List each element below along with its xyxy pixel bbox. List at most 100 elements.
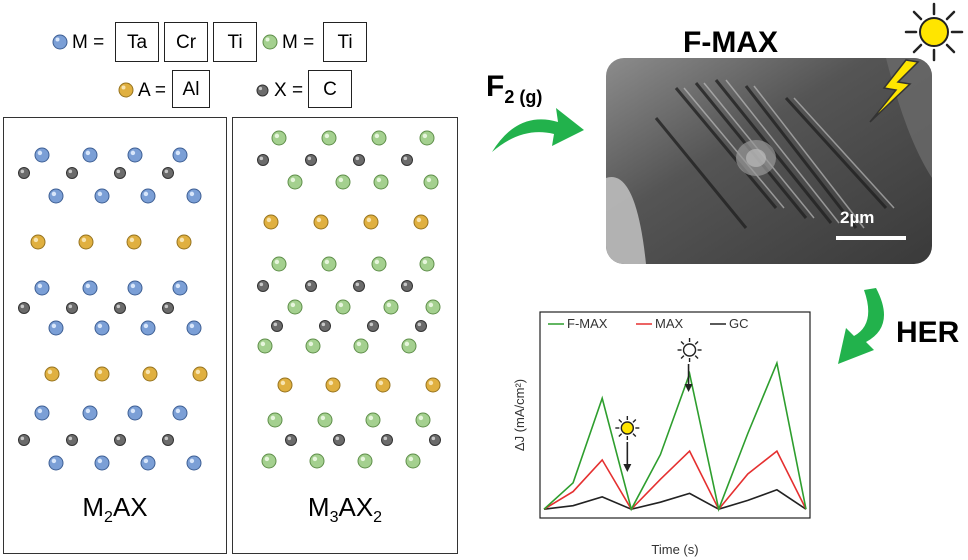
light-on-sun-icon — [677, 338, 702, 362]
a-atom — [413, 214, 429, 230]
a-atom — [313, 214, 329, 230]
m-atom — [309, 453, 325, 469]
legend-x-eq: X = — [274, 80, 304, 101]
m-atom — [34, 280, 50, 296]
legend-a-eq: A = — [138, 80, 166, 101]
m-atom — [257, 338, 273, 354]
x-atom — [66, 434, 78, 446]
a-atom — [425, 377, 441, 393]
x-atom — [114, 167, 126, 179]
element-box-al: Al — [172, 70, 210, 108]
x-axis-label: Time (s) — [651, 542, 698, 557]
m-atom — [34, 405, 50, 421]
x-atom — [257, 154, 269, 166]
x-atom — [429, 434, 441, 446]
x-atom — [114, 302, 126, 314]
m-atom — [94, 320, 110, 336]
x-atom — [162, 167, 174, 179]
m3ax2-label: M3AX2 — [307, 492, 383, 527]
a-atom — [126, 234, 142, 250]
m-atom — [261, 453, 277, 469]
m2ax-structure-panel: M2AX — [3, 117, 227, 554]
her-label: HER — [896, 316, 960, 349]
m-atom — [127, 280, 143, 296]
sem-micrograph — [606, 58, 932, 264]
lightning-icon — [869, 59, 920, 123]
gold-atom-icon — [118, 82, 134, 98]
m-atom — [140, 455, 156, 471]
m-atom — [401, 338, 417, 354]
a-atom — [375, 377, 391, 393]
x-atom — [367, 320, 379, 332]
m-atom — [419, 256, 435, 272]
fmax-title: F-MAX — [683, 26, 778, 59]
x-atom — [271, 320, 283, 332]
element-box-ta: Ta — [115, 22, 159, 62]
x-atom — [162, 434, 174, 446]
a-atom — [142, 366, 158, 382]
light-off-sun-icon — [615, 416, 640, 440]
m-atom — [127, 405, 143, 421]
m3ax2-structure-panel: M3AX2 — [232, 117, 458, 554]
x-atom — [66, 167, 78, 179]
a-atom — [325, 377, 341, 393]
x-atom — [381, 434, 393, 446]
m-atom — [172, 405, 188, 421]
a-atom — [176, 234, 192, 250]
a-atom — [363, 214, 379, 230]
f2-gas-label: F2 (g) — [486, 70, 543, 107]
m-atom — [357, 453, 373, 469]
m-atom — [371, 130, 387, 146]
m-atom — [405, 453, 421, 469]
m-atom — [365, 412, 381, 428]
series-line-gc — [543, 488, 807, 511]
m-atom — [353, 338, 369, 354]
m-atom — [82, 147, 98, 163]
x-atom — [257, 280, 269, 292]
element-box-ti: Ti — [213, 22, 257, 62]
gray-atom-icon — [256, 84, 269, 97]
m-atom — [317, 412, 333, 428]
m-atom — [267, 412, 283, 428]
m-atom — [48, 455, 64, 471]
m-atom — [373, 174, 389, 190]
x-atom — [305, 280, 317, 292]
x-atom — [319, 320, 331, 332]
m-atom — [172, 280, 188, 296]
y-axis-label: ΔJ (mA/cm²) — [512, 379, 527, 451]
m-atom — [415, 412, 431, 428]
series-line-max — [543, 449, 807, 511]
legend-label-f-max: F-MAX — [567, 316, 608, 331]
m-atom — [186, 455, 202, 471]
legend-m-eq-green: M = — [282, 32, 315, 53]
m-atom — [371, 256, 387, 272]
series-line-f-max — [543, 360, 807, 512]
element-box-ti-green: Ti — [323, 22, 367, 62]
a-atom — [263, 214, 279, 230]
m-atom — [423, 174, 439, 190]
a-atom — [94, 366, 110, 382]
sun-icon — [904, 2, 964, 62]
m-atom — [335, 174, 351, 190]
legend-m-eq: M = — [72, 32, 105, 53]
scale-bar-label: 2µm — [840, 208, 875, 227]
m2ax-lattice — [18, 147, 208, 471]
m3ax2-lattice — [257, 130, 441, 469]
m-atom — [82, 280, 98, 296]
x-atom — [401, 154, 413, 166]
m-atom — [48, 320, 64, 336]
x-atom — [18, 167, 30, 179]
element-box-cr: Cr — [164, 22, 208, 62]
m-atom — [186, 188, 202, 204]
m-atom — [127, 147, 143, 163]
m-atom — [186, 320, 202, 336]
m-atom — [419, 130, 435, 146]
a-atom — [30, 234, 46, 250]
m-atom — [305, 338, 321, 354]
x-atom — [353, 280, 365, 292]
m-atom — [34, 147, 50, 163]
fluorination-arrow-icon — [492, 108, 584, 152]
m2ax-label: M2AX — [82, 492, 148, 527]
a-atom — [44, 366, 60, 382]
